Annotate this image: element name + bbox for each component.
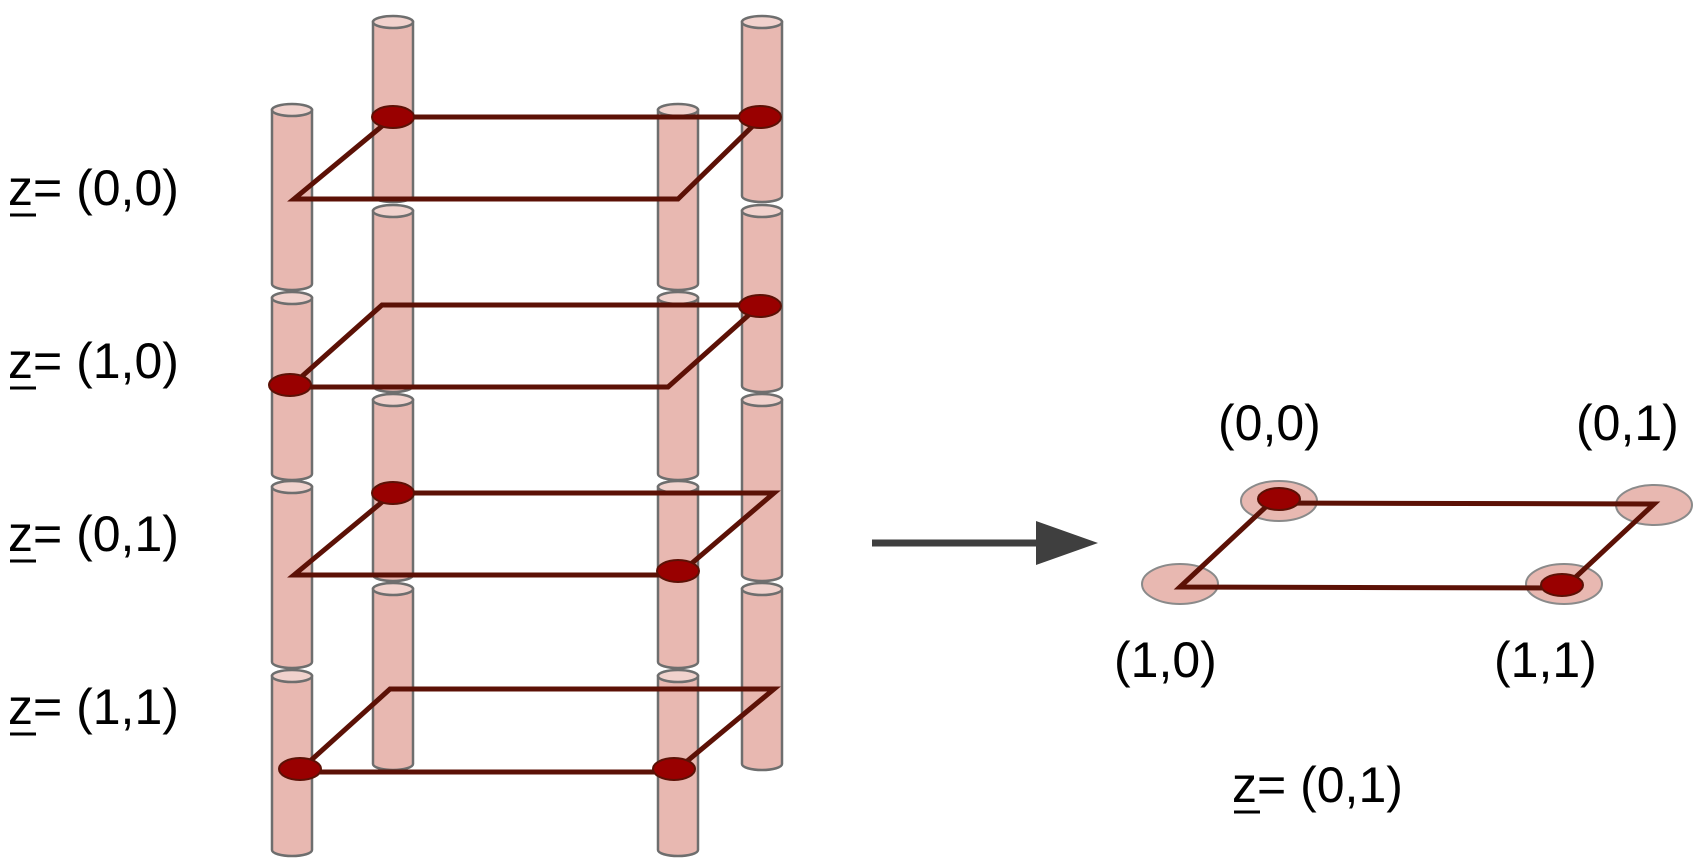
layer-node [371, 105, 415, 129]
cylinder [740, 392, 784, 583]
layer-node [738, 294, 782, 318]
layer-node [652, 757, 696, 781]
layer-label-text: z= (1,1) [8, 679, 179, 735]
corner-label-bottom-right: (1,1) [1494, 632, 1597, 688]
result-plane: (0,0) (0,1) (1,0) (1,1) z= (0,1) [1114, 395, 1693, 814]
cylinder [371, 203, 415, 394]
layer-node [656, 559, 700, 583]
result-node [1540, 573, 1584, 597]
projection-arrow-icon [872, 521, 1098, 565]
layer-node [738, 105, 782, 129]
layer-plane-outline [291, 686, 781, 775]
result-z-label: z= (0,1) [1232, 757, 1403, 813]
layer-node [268, 373, 312, 397]
layer-node [371, 481, 415, 505]
corner-label-bottom-left: (1,0) [1114, 632, 1217, 688]
layer-label-0: z= (0,0) [8, 160, 179, 217]
layer-label-text: z= (0,0) [8, 160, 179, 216]
result-node [1257, 487, 1301, 511]
corner-label-top-right: (0,1) [1576, 395, 1679, 451]
layer-nodes [268, 105, 782, 781]
corner-label-top-left: (0,0) [1218, 395, 1321, 451]
layer-node [278, 757, 322, 781]
layer-planes [283, 114, 781, 775]
result-plane-outline [1173, 500, 1661, 591]
layer-plane-outline [287, 490, 781, 578]
cylinder-stack [270, 14, 784, 858]
layer-label-text: z= (1,0) [8, 333, 179, 389]
layer-label-text: z= (0,1) [8, 506, 179, 562]
layer-label-1: z= (1,0) [8, 333, 179, 390]
layer-label-3: z= (1,1) [8, 679, 179, 736]
cylinder [656, 290, 700, 482]
layer-label-2: z= (0,1) [8, 506, 179, 563]
cylinder [371, 581, 415, 772]
cylinder [740, 581, 784, 772]
